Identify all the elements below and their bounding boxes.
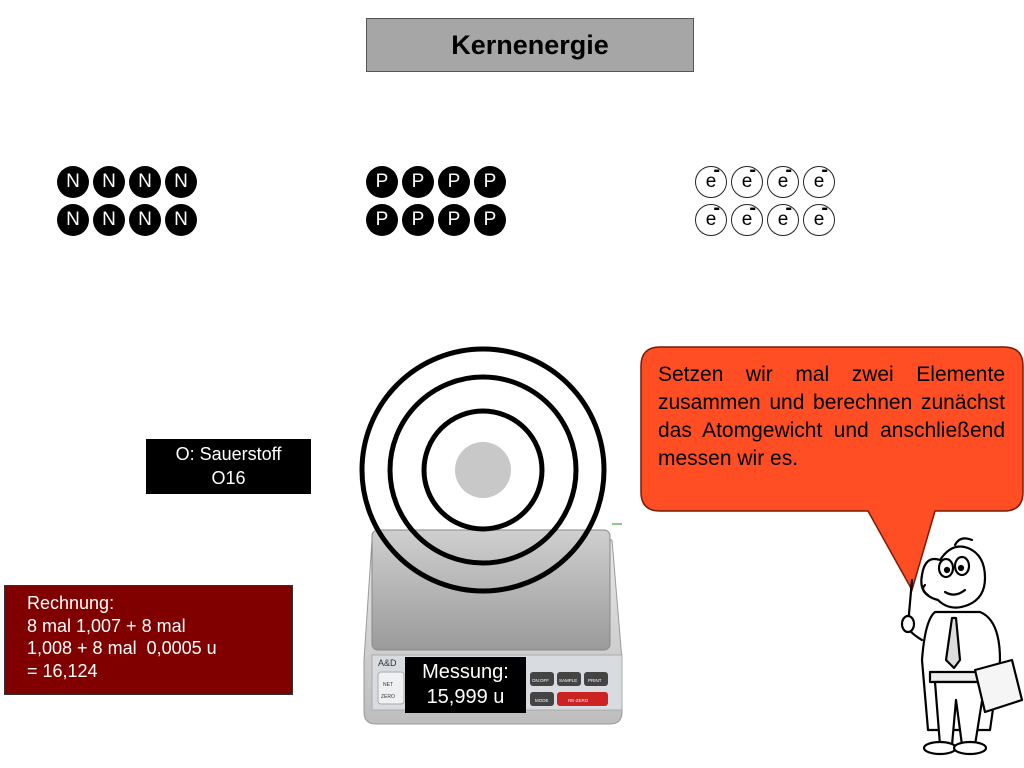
- electron-charge-sign: -: [713, 197, 720, 219]
- neutron-7: N: [129, 204, 161, 236]
- proton-label: P: [411, 209, 425, 230]
- clipboard: [973, 658, 1024, 714]
- proton-label: P: [375, 209, 389, 230]
- teacher-legs: [933, 680, 987, 747]
- svg-text:MODE: MODE: [535, 698, 549, 703]
- proton-5: P: [366, 204, 398, 236]
- slide-title: Kernenergie: [366, 18, 694, 72]
- proton-1: P: [366, 166, 398, 198]
- neutron-label: N: [138, 209, 152, 230]
- electron-3: e-: [767, 160, 799, 198]
- electron-label: e: [705, 209, 717, 230]
- proton-7: P: [438, 204, 470, 236]
- electron-charge-sign: -: [713, 159, 720, 181]
- electron-label: e: [705, 171, 717, 192]
- teacher-head: [920, 545, 987, 609]
- svg-text:PRINT: PRINT: [588, 678, 602, 683]
- speech-text: Setzen wir mal zwei Elemente zusammen un…: [658, 363, 1005, 470]
- measurement-label: Messung:: [422, 661, 509, 683]
- proton-label: P: [375, 171, 389, 192]
- calc-line-1: 8 mal 1,007 + 8 mal: [27, 615, 186, 636]
- neutron-label: N: [138, 171, 152, 192]
- neutron-2: N: [93, 166, 125, 198]
- electron-label: e: [813, 209, 825, 230]
- electron-shell-middle: [387, 374, 579, 566]
- electron-label: e: [777, 209, 789, 230]
- electron-charge-sign: -: [785, 197, 792, 219]
- electron-charge-sign: -: [785, 159, 792, 181]
- proton-6: P: [402, 204, 434, 236]
- electron-shell-outer: [359, 346, 607, 594]
- electron-7: e-: [767, 198, 799, 236]
- svg-text:ON:OFF: ON:OFF: [532, 678, 549, 683]
- teacher-tie: [944, 616, 962, 670]
- electron-label: e: [813, 171, 825, 192]
- proton-label: P: [483, 209, 497, 230]
- electron-1: e-: [695, 160, 727, 198]
- electron-6: e-: [731, 198, 763, 236]
- neutron-1: N: [57, 166, 89, 198]
- svg-text:SAMPLE: SAMPLE: [559, 678, 577, 683]
- neutron-3: N: [129, 166, 161, 198]
- electron-shell-inner: [421, 408, 545, 532]
- electron-2: e-: [731, 160, 763, 198]
- neutron-label: N: [102, 209, 116, 230]
- measurement-display: Messung: 15,999 u: [405, 657, 526, 713]
- calculation-box: Rechnung: 8 mal 1,007 + 8 mal 1,008 + 8 …: [4, 585, 293, 695]
- neutron-label: N: [174, 209, 188, 230]
- proton-label: P: [411, 171, 425, 192]
- svg-text:NET: NET: [383, 682, 393, 688]
- neutron-label: N: [66, 209, 80, 230]
- calc-line-2: 1,008 + 8 mal 0,0005 u: [27, 638, 217, 658]
- electron-charge-sign: -: [821, 197, 828, 219]
- electron-label: e: [741, 171, 753, 192]
- proton-label: P: [447, 209, 461, 230]
- proton-2: P: [402, 166, 434, 198]
- element-label: O: Sauerstoff O16: [146, 439, 311, 494]
- electron-charge-sign: -: [821, 159, 828, 181]
- calc-heading: Rechnung:: [27, 593, 115, 613]
- electron-charge-sign: -: [749, 159, 756, 181]
- electron-group: e-e-e-e-e-e-e-e-: [695, 160, 839, 236]
- neutron-label: N: [102, 171, 116, 192]
- electron-label: e: [777, 171, 789, 192]
- electron-8: e-: [803, 198, 835, 236]
- electron-charge-sign: -: [749, 197, 756, 219]
- svg-text:RE-ZERO: RE-ZERO: [568, 698, 589, 703]
- proton-8: P: [474, 204, 506, 236]
- neutron-label: N: [66, 171, 80, 192]
- neutron-label: N: [174, 171, 188, 192]
- element-isotope: O16: [211, 468, 246, 488]
- neutron-5: N: [57, 204, 89, 236]
- neutron-8: N: [165, 204, 197, 236]
- proton-label: P: [447, 171, 461, 192]
- electron-4: e-: [803, 160, 835, 198]
- measurement-value: 15,999 u: [426, 686, 505, 708]
- calc-line-3: = 16,124: [27, 660, 98, 681]
- proton-3: P: [438, 166, 470, 198]
- nucleus: [455, 442, 511, 498]
- electron-label: e: [741, 209, 753, 230]
- element-name: O: Sauerstoff: [175, 444, 282, 464]
- proton-label: P: [483, 171, 497, 192]
- neutron-4: N: [165, 166, 197, 198]
- svg-text:ZERO: ZERO: [381, 694, 395, 700]
- electron-5: e-: [695, 198, 727, 236]
- neutron-6: N: [93, 204, 125, 236]
- proton-4: P: [474, 166, 506, 198]
- svg-text:A&D: A&D: [378, 658, 397, 668]
